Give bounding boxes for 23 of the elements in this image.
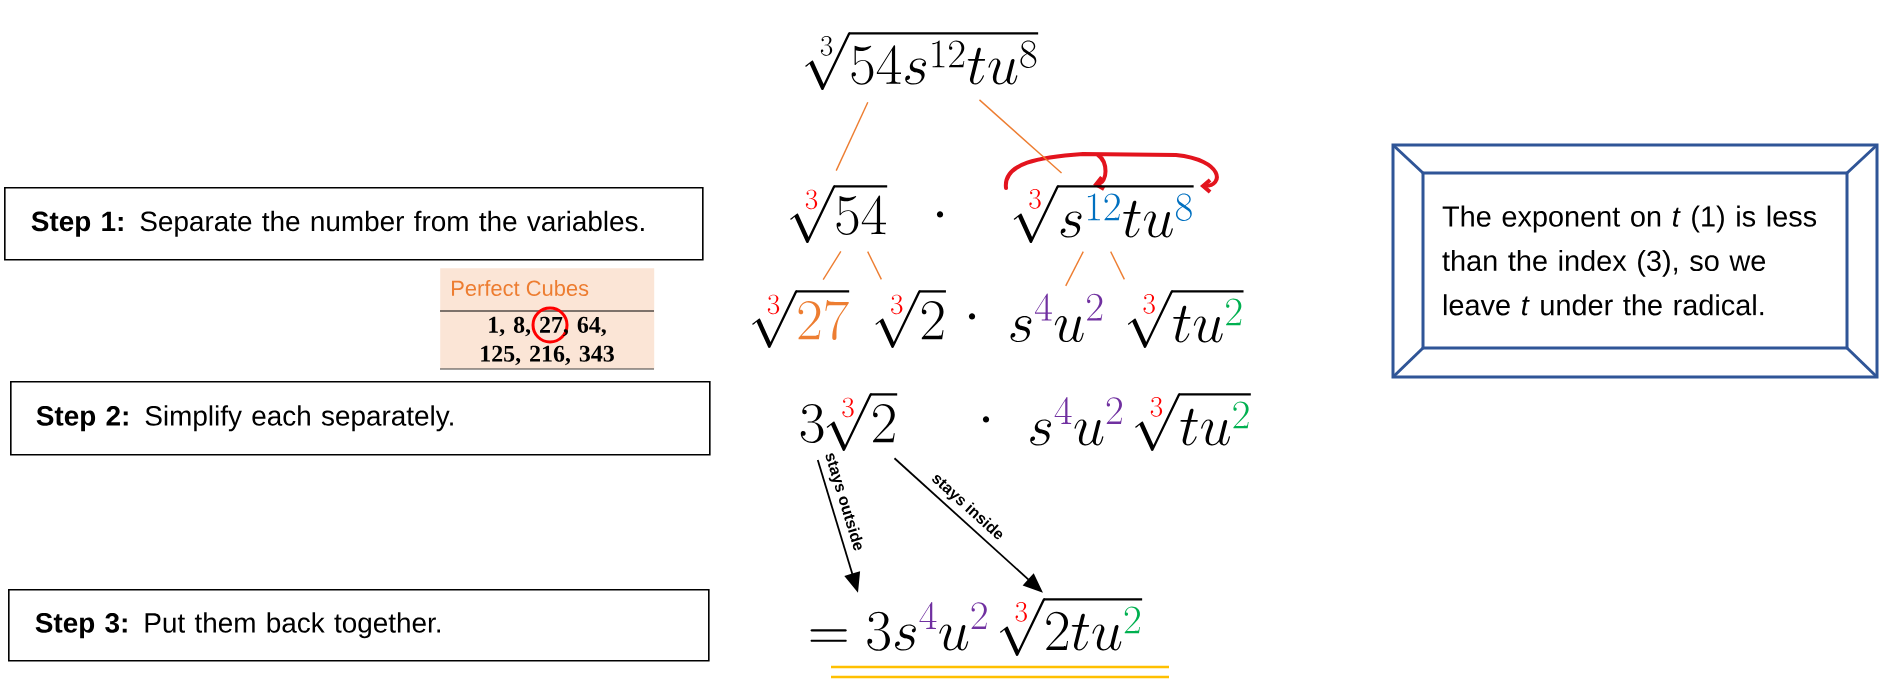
multiplication-dot: $\cdot$: [968, 313, 976, 320]
step-box: Step 1: Separate the number from the variables.: [4, 187, 704, 261]
math-expression: $3\sqrt[\color{red}3]{2}$: [800, 393, 898, 452]
connector-line: [1065, 250, 1084, 287]
multiplication-dot: $\cdot$: [982, 416, 990, 423]
connector-line: [822, 250, 842, 281]
note-box: The exponent on t (1) is less than the index (3), so we leave t under the radical.: [1391, 143, 1879, 379]
math-expression: $\sqrt[\color{red}3]{2}$: [875, 290, 946, 349]
math-expression: $\sqrt[\color{red}3]{\color[HTML]{ED7D31}27}$: [752, 290, 850, 349]
connector-line: [866, 250, 883, 281]
math-expression: $\sqrt[\color{red}3]{tu^{\color[HTML]{00B050}2}}$: [1127, 290, 1244, 349]
connector-line: [835, 101, 869, 172]
math-expression: $\sqrt[\color{red}3]{s^{\color[HTML]{0070C0}12}tu^{\color[HTML]{0070C0}8}}$: [1013, 185, 1194, 244]
connector-line: [978, 99, 1063, 174]
math-expression: $s^{\color[HTML]{7030A0}4}u^{\color[HTML]{7030A0}2}\,\sqrt[\color{red}3]{tu^{\color[HTML]{00B050}2}}$: [1030, 393, 1251, 452]
connector-line: [1109, 250, 1126, 281]
step-box: Step 3: Put them back together.: [8, 589, 710, 662]
multiplication-dot: $\cdot$: [936, 211, 944, 218]
math-expression: $\sqrt[3]{54s^{12}tu^{8}}$: [805, 32, 1039, 91]
math-expression: $s^{\color[HTML]{7030A0}4}u^{\color[HTML]{7030A0}2}$: [1010, 293, 1103, 343]
step-box: Step 2: Simplify each separately.: [10, 381, 711, 456]
math-expression: $=3s^{\color[HTML]{7030A0}4}u^{\color[HTML]{7030A0}2}\,\sqrt[\color{red}3]{2tu^{\color[HTML]{00B050}2}}$: [810, 598, 1143, 657]
math-expression: $\sqrt[\color{red}3]{54}$: [790, 185, 888, 244]
